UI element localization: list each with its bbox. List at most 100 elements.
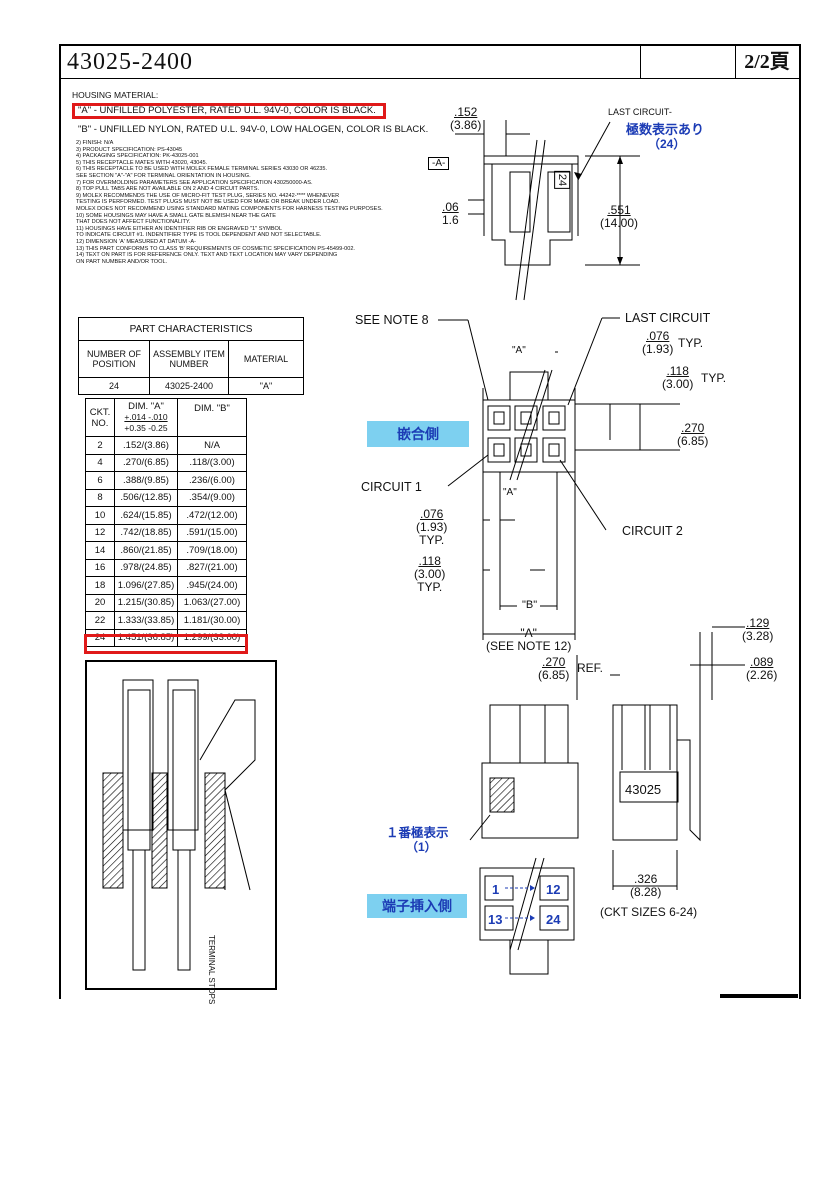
note-item: MOLEX DOES NOT RECOMMEND USING STANDARD … [76,205,383,212]
part-characteristics-table: PART CHARACTERISTICS NUMBER OF POSITION … [78,317,304,395]
dim-a-label: "A"(SEE NOTE 12) [486,626,572,653]
pc-header: MATERIAL [228,340,304,378]
note-item: 2) FINISH: N/A [76,140,114,146]
note-item: 4) PACKAGING SPECIFICATION: PK-43025-001 [76,153,199,160]
dim-a-tol-in: +.014 -.010 [124,412,168,422]
dim-row: 4.270/(6.85).118/(3.00) [85,453,247,472]
dim-row: 10.624/(15.85).472/(12.00) [85,506,247,525]
material-a-highlighted: "A" - UNFILLED POLYESTER, RATED U.L. 94V… [72,103,386,119]
note-item: 10) SOME HOUSINGS MAY HAVE A SMALL GATE … [76,212,276,219]
terminal-stops-label: TERMINAL STOPS [207,935,216,1005]
dim-152: .152(3.86) [450,105,482,132]
dim-cell: .118/(3.00) [177,453,247,472]
jp-pin1: １番極表示 [386,826,449,840]
title-cell-divider [735,46,736,78]
section-a-mark: "A" [512,345,526,356]
datum-a: -A- [428,157,450,170]
dim-cell: .945/(24.00) [177,576,247,595]
circuit-2-label: CIRCUIT 2 [622,524,683,538]
highlight-row-24 [84,634,248,654]
jp-pin1-num: （1） [406,840,437,854]
last-circuit-label: LAST CIRCUIT [625,311,711,325]
dim-551: .551(14.00) [600,203,639,230]
dim-326: .326(8.28) [630,872,662,899]
pc-cell: "A" [228,377,304,395]
dim-row: 12.742/(18.85).591/(15.00) [85,523,247,542]
note-item: ON PART NUMBER AND/OR TOOL. [76,258,168,265]
note-item: TO INDICATE CIRCUIT #1. INDENTIFIER TYPE… [76,232,322,239]
part-number-mark: 24 [554,170,571,190]
bottom-rule [720,994,798,998]
dim-076-bottom: .076(1.93)TYP. [416,507,448,547]
end-view [469,655,620,841]
dim-header: DIM. "B" [177,398,247,437]
arrowheads [530,156,623,921]
dim-118-top: .118(3.00) [662,364,694,391]
notes-list: 2) FINISH: N/A 3) PRODUCT SPECIFICATION:… [76,140,446,265]
jp-terminal-side: 端子挿入側 [367,894,467,918]
page-number: 2/2頁 [744,51,790,73]
pin-13: 13 [488,912,503,927]
circuit-1-label: CIRCUIT 1 [361,480,422,494]
dimension-table: CKT. NO. DIM. "A" +.014 -.010 +0.35 -0.2… [85,398,247,647]
dim-header: CKT. NO. [85,398,115,437]
terminal-side-view [479,857,575,975]
note-item: 9) MOLEX RECOMMENDS THE USE OF MICRO-FIT… [76,192,340,199]
note-item: 11) HOUSINGS HAVE EITHER AN IDENTIFIER R… [76,225,283,232]
note-item: 3) PRODUCT SPECIFICATION: PS-43045 [76,146,183,153]
ref-label: REF. [577,661,604,675]
pin-24: 24 [546,912,561,927]
pin-1: 1 [492,882,500,897]
front-view-mating [438,317,680,640]
terminal-section-drawing [102,679,256,971]
dim-270-ref: .270(6.85) [538,655,570,682]
typ-label: TYP. [701,371,727,385]
pc-header: NUMBER OF POSITION [78,340,150,378]
side-view-bottom [612,626,745,890]
jp-last-circuit: 極数表示あり [626,122,705,137]
note-item: TESTING IS PERFORMED. TEST PLUGS MUST NO… [76,199,340,206]
dim-b-label: "B" [522,599,538,611]
dim-118-bottom: .118(3.00)TYP. [414,554,446,594]
note-item: 14) TEXT ON PART IS FOR REFERENCE ONLY. … [76,252,338,259]
ckt-sizes-label: (CKT SIZES 6-24) [600,905,698,919]
dim-270: .270(6.85) [677,421,709,448]
typ-label: TYP. [678,336,704,350]
part-label-43025: 43025 [625,782,662,797]
material-b: "B" - UNFILLED NYLON, RATED U.L. 94V-0, … [78,124,429,135]
note-item: 7) FOR OVERMOLDING PARAMETERS SEE APPLIC… [76,179,313,186]
side-view-top [455,120,640,301]
dim-row: 14.860/(21.85).709/(18.00) [85,541,247,560]
last-circuit-note: LAST CIRCUIT- [608,107,672,117]
dim-row: 8.506/(12.85).354/(9.00) [85,488,247,507]
dim-076-top: .076(1.93) [642,329,674,356]
jp-mating-side: 嵌合側 [367,421,469,447]
note-item: SEE SECTION "A"-"A" FOR TERMINAL ORIENTA… [76,172,251,179]
dim-a-tol-mm: +0.35 -0.25 [124,423,168,433]
note-item: 12) DIMENSION 'A' MEASURED AT DATUM -A- [76,238,196,245]
note-item: THAT DOES NOT AFFECT FUNCTIONALITY. [76,219,191,226]
dim-cell: 1.299/(33.00) [177,628,247,647]
note-item: 8) TOP PULL TABS ARE NOT AVAILABLE ON 2 … [76,186,260,193]
note-item: 5) THIS RECEPTACLE MATES WITH 43020, 430… [76,159,208,166]
drawing-frame: 43025-2400 2/2頁 [59,44,801,999]
title-cell-divider [640,46,641,78]
housing-material-heading: HOUSING MATERIAL: [72,90,159,100]
dim-129: .129(3.28) [742,616,774,643]
dim-089: .089(2.26) [746,655,778,682]
dim-a-label: DIM. "A" [128,401,164,412]
part-number-title: 43025-2400 [67,49,193,75]
note-item: 13) THIS PART CONFORMS TO CLASS 'B' REQU… [76,245,355,252]
dim-row: 16.978/(24.85).827/(21.00) [85,558,247,577]
see-note-8: SEE NOTE 8 [355,313,429,327]
jp-last-circuit-num: （24） [648,137,686,151]
section-view-box [85,660,277,990]
section-a-mark: "A" [503,487,517,498]
title-block: 43025-2400 2/2頁 [61,46,799,79]
pin-12: 12 [546,882,561,897]
